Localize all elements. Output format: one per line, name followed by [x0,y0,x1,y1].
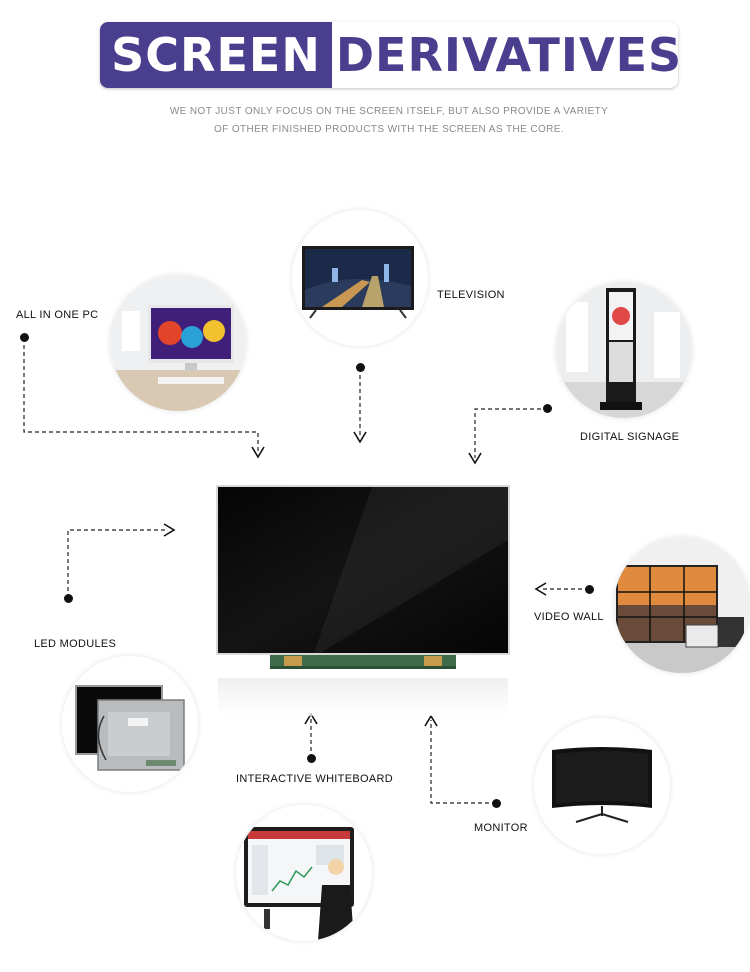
title-right: DERIVATIVES [335,28,678,82]
title-left: SCREEN [100,22,332,88]
connector-all-in-one-pc [23,338,259,452]
arrow-head-right [163,523,176,537]
dot-all-in-one-pc [20,333,29,342]
label-all-in-one-pc: ALL IN ONE PC [16,309,99,321]
label-digital-signage: DIGITAL SIGNAGE [580,431,680,443]
central-screen-panel [216,485,510,716]
label-interactive-whiteboard: INTERACTIVE WHITEBOARD [236,773,393,785]
title-banner: SCREEN DERIVATIVES [100,22,678,88]
connector-monitor [430,720,496,804]
arrow-head-down [468,452,482,465]
arrow-head-down [251,446,265,459]
dot-television [356,363,365,372]
label-monitor: MONITOR [474,822,528,834]
dot-monitor [492,799,501,808]
interactive-whiteboard-image [236,805,372,941]
monitor-image [534,718,670,854]
subtitle-line-1: WE NOT JUST ONLY FOCUS ON THE SCREEN ITS… [169,106,609,117]
led-modules-image [62,656,198,792]
video-wall-image [614,537,750,673]
digital-signage-image [556,282,692,418]
label-video-wall: VIDEO WALL [534,611,604,623]
dot-led-modules [64,594,73,603]
connector-digital-signage [474,408,548,458]
subtitle-line-2: OF OTHER FINISHED PRODUCTS WITH THE SCRE… [214,124,564,135]
arrow-head-left [534,582,547,596]
dot-video-wall [585,585,594,594]
arrow-head-down [353,431,367,444]
label-television: TELEVISION [437,289,505,301]
television-image [292,210,428,346]
dot-interactive-whiteboard [307,754,316,763]
dot-digital-signage [543,404,552,413]
label-led-modules: LED MODULES [34,638,117,650]
all-in-one-pc-image [110,275,246,411]
connector-led-modules [67,529,168,598]
